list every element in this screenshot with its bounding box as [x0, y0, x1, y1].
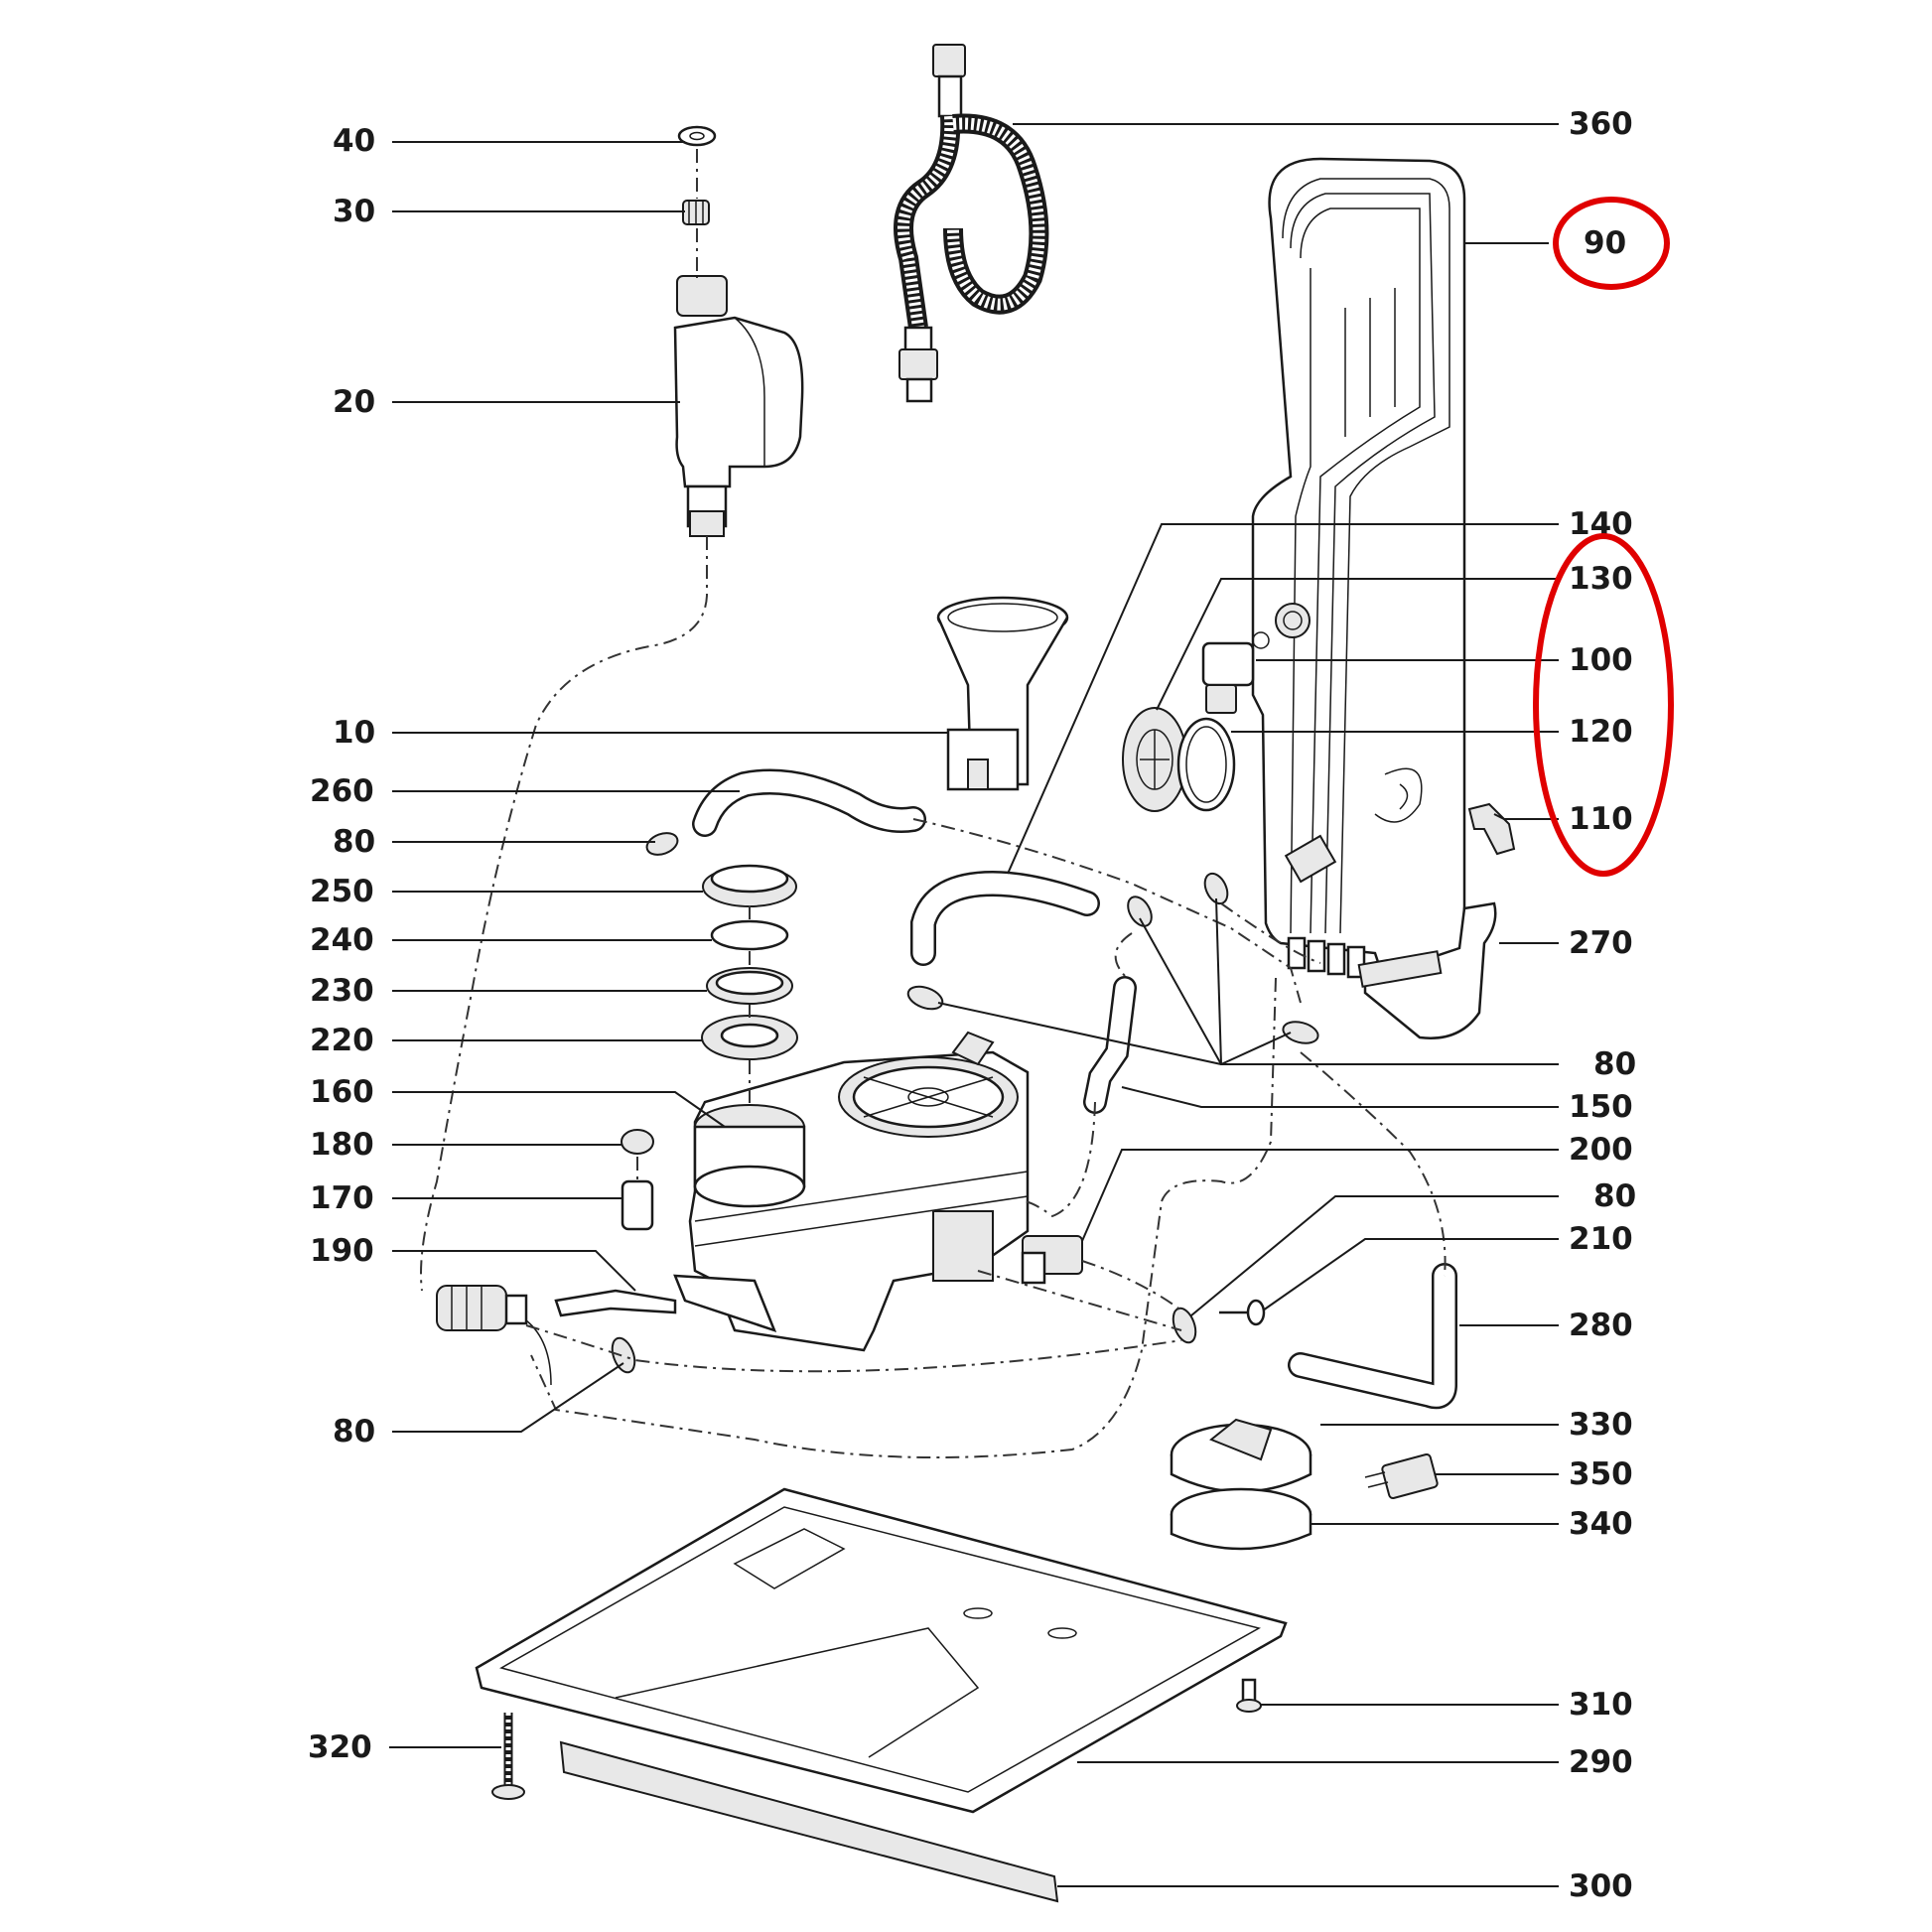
label-30: 30 [333, 194, 375, 229]
part-300-front-strip [559, 1740, 1059, 1903]
assembly-lines [420, 149, 1447, 1458]
label-190: 190 [310, 1233, 374, 1269]
label-300: 300 [1569, 1868, 1633, 1904]
part-80-clamp-d [906, 985, 944, 1011]
label-180: 180 [310, 1127, 374, 1163]
label-130: 130 [1569, 561, 1633, 597]
label-80-c: 80 [1593, 1046, 1636, 1082]
label-220: 220 [310, 1023, 374, 1058]
part-170-cylinder [621, 1179, 654, 1231]
label-80-b: 80 [333, 1414, 375, 1449]
part-30-filter [682, 200, 710, 225]
part-310-foot [1236, 1678, 1262, 1713]
part-10-funnel [936, 596, 1069, 791]
part-180-float [621, 1129, 654, 1155]
part-drain-pump-coil [436, 1285, 552, 1386]
part-80-clamp-b [1127, 896, 1153, 927]
part-270-cover [1357, 901, 1497, 1039]
label-250: 250 [310, 874, 374, 909]
label-150: 150 [1569, 1089, 1633, 1125]
part-110-clip [1467, 802, 1516, 856]
part-200-sensor [1021, 1235, 1083, 1285]
part-40-washer [677, 125, 717, 147]
part-190-lever [554, 1289, 677, 1317]
label-330: 330 [1569, 1407, 1633, 1443]
highlight-oval-130-110 [1533, 533, 1674, 877]
label-230: 230 [310, 973, 374, 1009]
label-10: 10 [333, 715, 375, 751]
part-90-water-container [1251, 157, 1466, 979]
part-100-solenoid [1201, 631, 1270, 714]
part-260-hose [692, 768, 926, 837]
label-240: 240 [310, 922, 374, 958]
label-270: 270 [1569, 925, 1633, 961]
part-130-grommet [1275, 603, 1311, 638]
label-360: 360 [1569, 106, 1633, 142]
part-350-connector [1364, 1453, 1439, 1499]
part-140-disc [1122, 707, 1187, 812]
label-100: 100 [1569, 642, 1633, 678]
label-340: 340 [1569, 1506, 1633, 1542]
part-140-hose [910, 870, 1100, 966]
highlight-marks [1533, 197, 1674, 877]
part-220-gasket [701, 1015, 798, 1060]
part-20-inlet-valve [673, 275, 804, 537]
part-290-base-tray [475, 1487, 1288, 1814]
label-80-d: 80 [1593, 1178, 1636, 1214]
label-200: 200 [1569, 1132, 1633, 1168]
label-170: 170 [310, 1180, 374, 1216]
part-80-clamp-c [1203, 872, 1229, 905]
label-20: 20 [333, 384, 375, 420]
part-250-cap [702, 864, 797, 907]
part-340-pump-base [1170, 1487, 1312, 1551]
highlight-circle-90 [1553, 197, 1670, 290]
part-160-sump-body [673, 1031, 1030, 1352]
leader-lines [389, 123, 1559, 1887]
label-310: 310 [1569, 1687, 1633, 1723]
label-110: 110 [1569, 801, 1633, 837]
label-260: 260 [310, 773, 374, 809]
part-150-hose [1083, 976, 1137, 1114]
label-290: 290 [1569, 1744, 1633, 1780]
label-350: 350 [1569, 1456, 1633, 1492]
part-labels: 40 30 20 10 260 80 250 240 230 220 160 1… [308, 106, 1636, 1904]
label-280: 280 [1569, 1308, 1633, 1343]
part-80-clamp-a [645, 832, 679, 856]
label-210: 210 [1569, 1221, 1633, 1257]
part-210-screw [1219, 1299, 1266, 1326]
label-80-a: 80 [333, 824, 375, 860]
part-230-ring-nut [706, 967, 793, 1005]
label-120: 120 [1569, 714, 1633, 750]
part-360-inlet-hose [894, 44, 1049, 403]
part-280-elbow-hose [1288, 1263, 1457, 1410]
part-240-seal [710, 919, 789, 951]
label-320: 320 [308, 1729, 372, 1765]
part-320-screw [491, 1713, 525, 1800]
label-160: 160 [310, 1074, 374, 1110]
part-80-clamp-g [611, 1336, 636, 1374]
label-90: 90 [1584, 225, 1626, 261]
part-120-o-ring [1176, 717, 1236, 812]
part-330-pump-housing [1170, 1418, 1312, 1493]
part-80-clamp-e [1282, 1021, 1319, 1044]
label-40: 40 [333, 123, 375, 159]
